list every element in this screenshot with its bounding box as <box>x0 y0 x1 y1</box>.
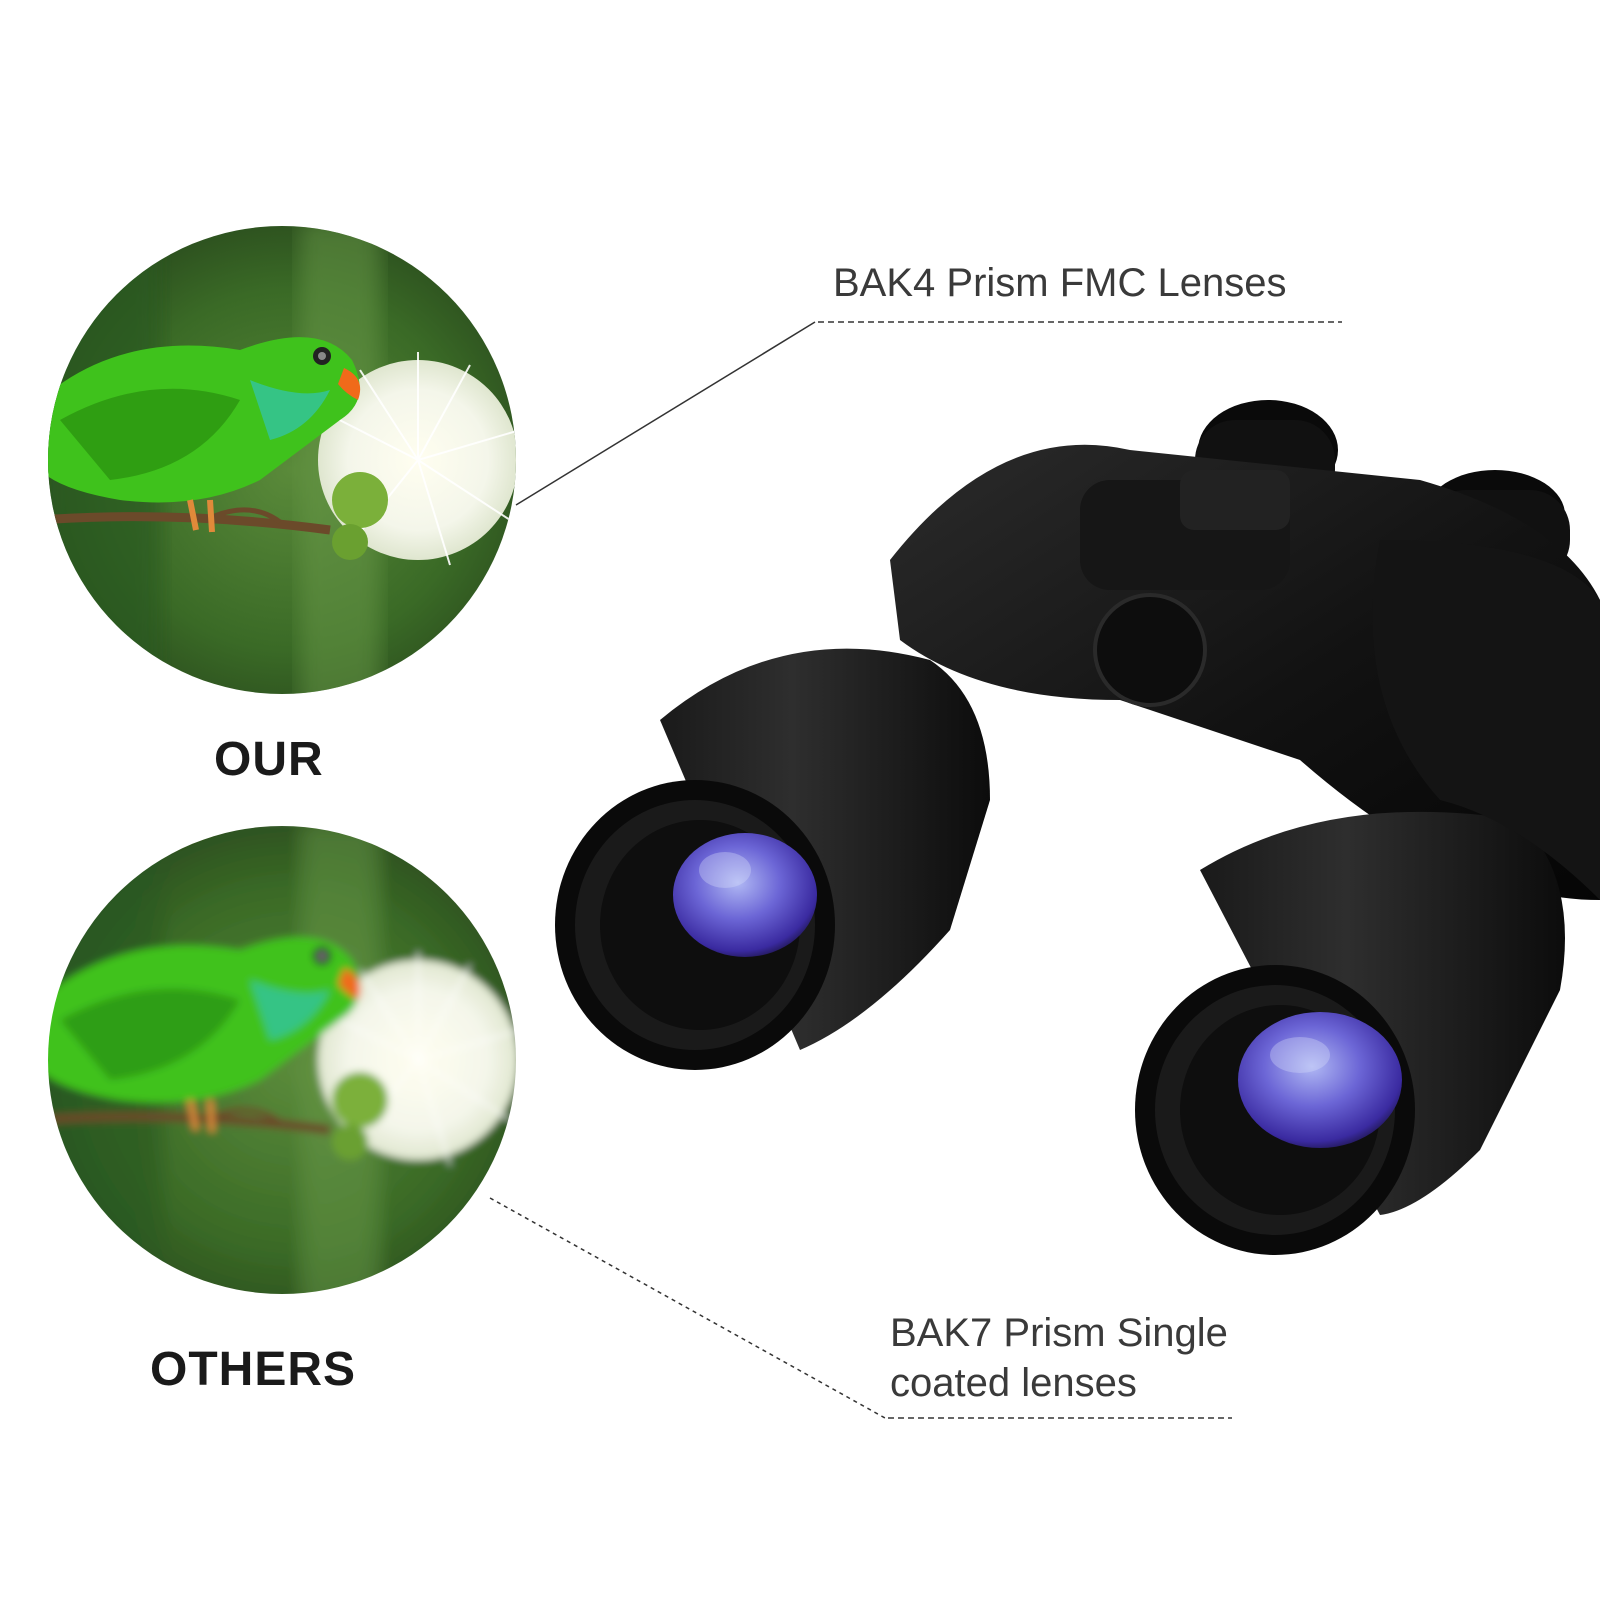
right-objective-lens <box>1135 965 1415 1255</box>
our-view-circle <box>40 220 540 720</box>
others-label: OTHERS <box>150 1343 357 1396</box>
our-label: OUR <box>214 733 324 786</box>
left-objective-lens <box>555 780 835 1070</box>
callout-lines <box>489 321 1342 1419</box>
bak4-callout: BAK4 Prism FMC Lenses <box>833 261 1287 305</box>
bak7-callout: BAK7 Prism Single coated lenses <box>890 1308 1228 1408</box>
bak7-callout-line1: BAK7 Prism Single <box>890 1311 1228 1355</box>
others-view-circle <box>40 820 540 1320</box>
binoculars <box>555 400 1600 1255</box>
bak7-callout-line2: coated lenses <box>890 1361 1137 1405</box>
